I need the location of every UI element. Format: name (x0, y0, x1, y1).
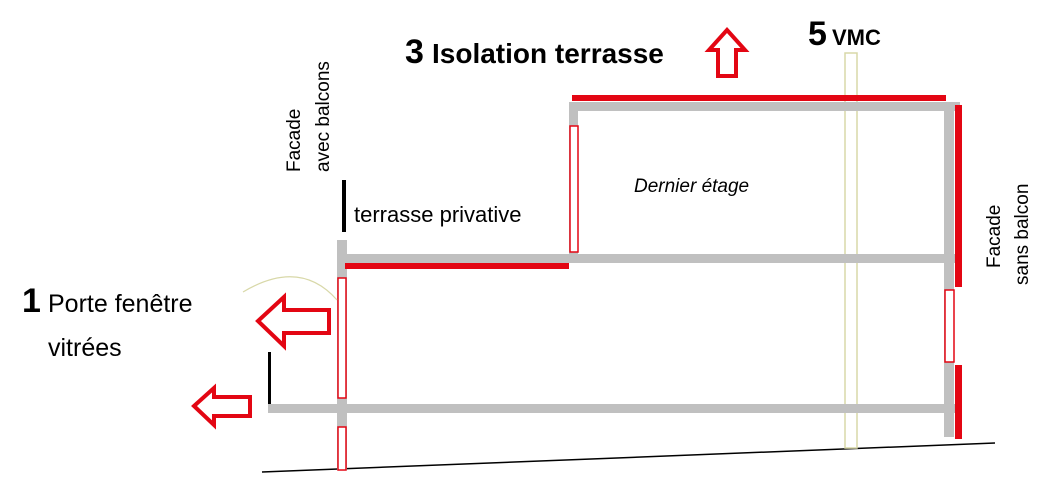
facade-sans-line2: sans balcon (1012, 184, 1033, 285)
window-left-lower (337, 426, 347, 471)
window-middle (569, 125, 579, 253)
balcony-railing-upper (342, 180, 346, 232)
vmc-duct (844, 52, 858, 449)
building-structure (268, 102, 960, 470)
vmc-number: 5 (808, 15, 827, 53)
facade-sans-line1: Facade (984, 205, 1005, 268)
window-right (944, 289, 955, 363)
vmc-label: VMC (832, 25, 881, 50)
right-facade-insulation-upper (955, 105, 962, 287)
roof-insulation (572, 95, 946, 101)
porte-number: 1 (22, 282, 41, 320)
arrow-left-icon (255, 292, 331, 351)
right-facade-insulation-lower (955, 365, 962, 439)
arrow-left-icon (191, 383, 252, 430)
ground-line (261, 442, 996, 473)
porte-label-line2: vitrées (48, 334, 122, 362)
windows (337, 125, 955, 471)
arrow-up-icon (704, 27, 750, 78)
dernier-etage-label: Dernier étage (634, 176, 749, 197)
terrace-insulation (345, 263, 569, 269)
terrasse-privative-label: terrasse privative (354, 202, 522, 227)
facade-avec-line2: avec balcons (313, 61, 334, 172)
window-left-upper (337, 277, 347, 399)
balcony-railing-lower (268, 352, 271, 404)
door-swing-arc (242, 276, 338, 301)
facade-avec-line1: Facade (284, 109, 305, 172)
isolation-number: 3 (405, 33, 424, 71)
porte-label-line1: Porte fenêtre (48, 290, 193, 318)
insulation (345, 95, 962, 439)
isolation-label: Isolation terrasse (432, 38, 664, 69)
